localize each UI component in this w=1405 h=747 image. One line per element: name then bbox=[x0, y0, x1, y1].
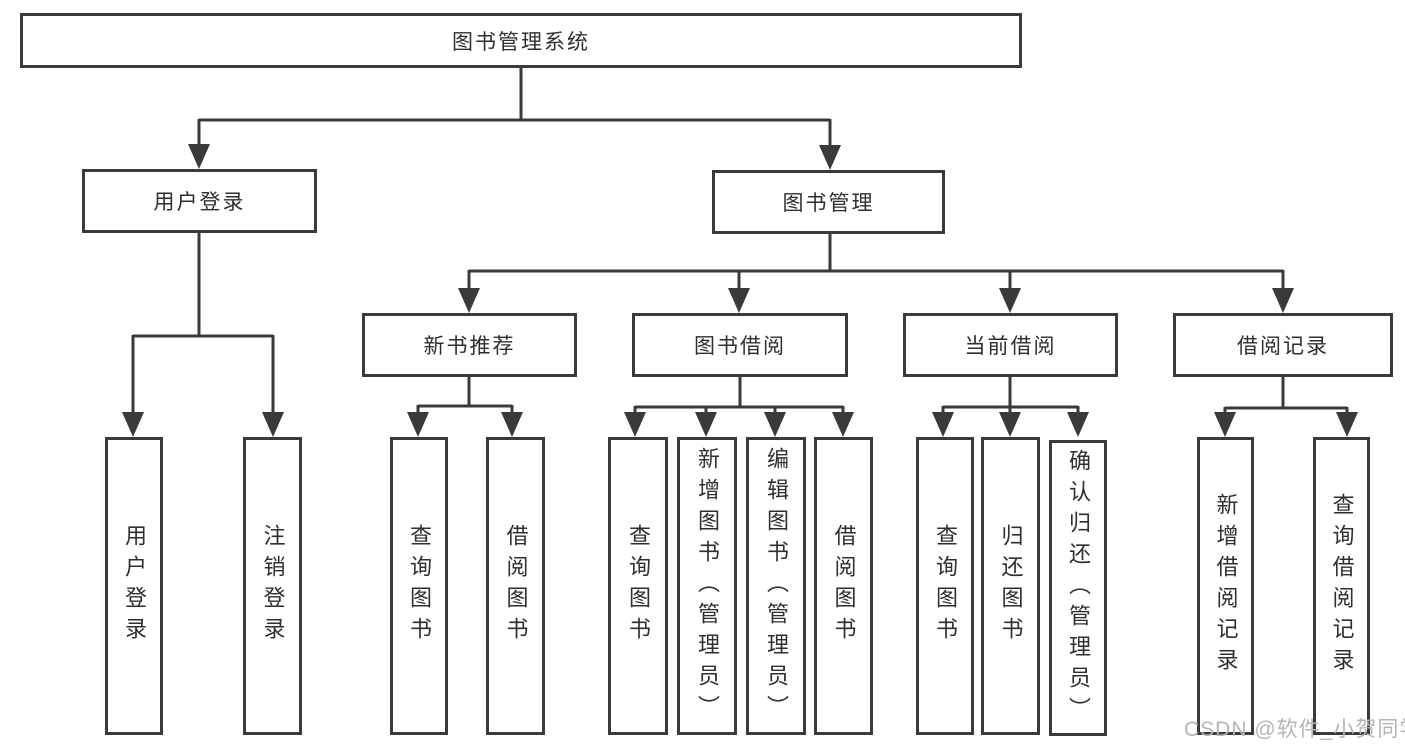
leaf-records-add-record: 新增借阅记录 bbox=[1197, 437, 1254, 735]
node-borrow-records: 借阅记录 bbox=[1173, 313, 1393, 377]
node-root-system: 图书管理系统 bbox=[20, 13, 1022, 68]
node-book-borrow-label: 图书借阅 bbox=[694, 335, 786, 358]
leaf-borrow-edit-books-admin: 编辑图书（管理员） bbox=[746, 437, 806, 735]
leaf-current-confirm-return-admin: 确认归还（管理员） bbox=[1049, 440, 1107, 736]
node-book-management-label: 图书管理 bbox=[782, 192, 875, 215]
leaf-current-return-books: 归还图书 bbox=[981, 437, 1040, 735]
leaf-borrow-query-books: 查询图书 bbox=[608, 437, 668, 735]
node-current-borrow-label: 当前借阅 bbox=[964, 335, 1057, 358]
leaf-current-query-books: 查询图书 bbox=[916, 437, 974, 735]
leaf-logout: 注销登录 bbox=[243, 437, 302, 735]
leaf-borrow-add-books-admin: 新增图书（管理员） bbox=[677, 437, 737, 735]
node-current-borrow: 当前借阅 bbox=[903, 313, 1118, 377]
leaf-user-login: 用户登录 bbox=[105, 437, 163, 735]
node-new-book-recommend: 新书推荐 bbox=[362, 313, 577, 377]
node-root-label: 图书管理系统 bbox=[452, 30, 590, 54]
node-new-book-recommend-label: 新书推荐 bbox=[423, 335, 516, 358]
leaf-recommend-borrow-books: 借阅图书 bbox=[486, 437, 545, 735]
csdn-watermark: CSDN @软件_小贺同学 bbox=[1184, 718, 1405, 741]
leaf-recommend-query-books: 查询图书 bbox=[390, 437, 448, 735]
leaf-borrow-borrow-books: 借阅图书 bbox=[814, 437, 873, 735]
node-book-management: 图书管理 bbox=[712, 170, 945, 234]
node-user-login-label: 用户登录 bbox=[153, 191, 246, 214]
node-borrow-records-label: 借阅记录 bbox=[1237, 335, 1329, 358]
leaf-records-query-record: 查询借阅记录 bbox=[1313, 437, 1370, 735]
node-user-login: 用户登录 bbox=[82, 169, 317, 233]
node-book-borrow: 图书借阅 bbox=[632, 313, 848, 377]
